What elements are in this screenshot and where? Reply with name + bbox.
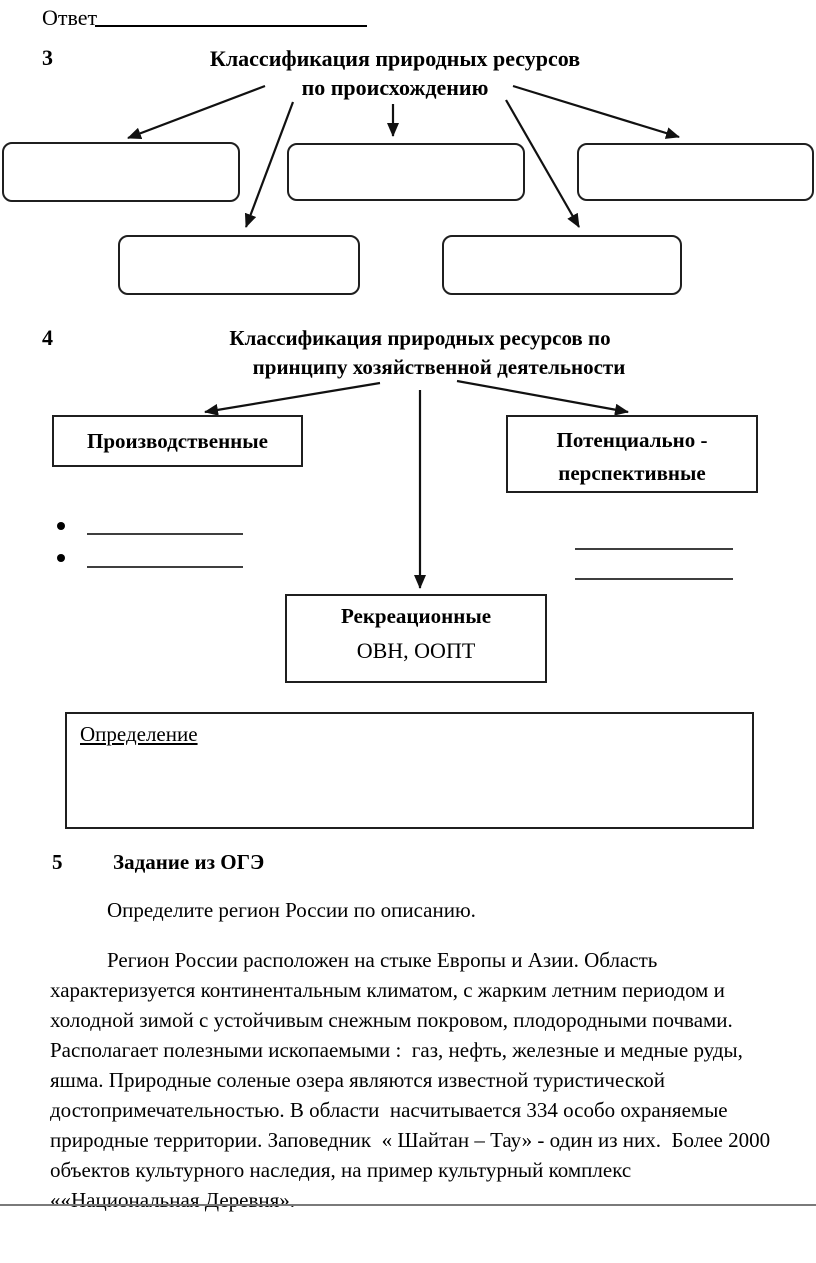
arrow-title4-to-potential: [456, 379, 629, 416]
production-box: Производственные: [52, 415, 303, 467]
potential-blank-field-2[interactable]: [575, 564, 733, 580]
potential-box: Потенциально - перспективные: [506, 415, 758, 493]
origin-empty-box-4[interactable]: [118, 235, 360, 295]
origin-empty-box-2[interactable]: [287, 143, 525, 201]
section4-title-line2: принципу хозяйственной деятельности: [252, 355, 626, 379]
section5-number: 5: [52, 850, 63, 874]
section3-title: Классификация природных ресурсов по прои…: [90, 44, 700, 102]
recreation-box-title: Рекреационные: [340, 604, 492, 628]
arrow-origin-to-box4: [244, 101, 295, 228]
section4-title-line1: Классификация природных ресурсов по: [229, 326, 611, 350]
potential-box-line2: перспективные: [558, 461, 706, 485]
bullet-icon: [57, 554, 65, 562]
recreation-box: Рекреационные ОВН, ООПТ: [285, 594, 547, 683]
recreation-box-subtitle: ОВН, ООПТ: [356, 638, 476, 663]
section4-title: Классификация природных ресурсов по прин…: [115, 324, 725, 382]
potential-box-line1: Потенциально -: [556, 428, 708, 452]
origin-empty-box-3[interactable]: [577, 143, 814, 201]
page-divider-rule: [0, 1204, 816, 1206]
section5-title: Задание из ОГЭ: [113, 850, 265, 874]
definition-box[interactable]: Определение: [65, 712, 754, 829]
answer-label: Ответ: [42, 5, 98, 30]
origin-empty-box-1[interactable]: [2, 142, 240, 202]
section3-title-line2: по происхождению: [301, 75, 489, 100]
potential-blank-field-1[interactable]: [575, 534, 733, 550]
task-body-text: Регион России расположен на стыке Европы…: [50, 948, 776, 1212]
answer-blank-field[interactable]: [95, 6, 367, 27]
bullet-icon: [57, 522, 65, 530]
origin-empty-box-5[interactable]: [442, 235, 682, 295]
arrow-title4-to-production: [204, 381, 381, 416]
section4-number: 4: [42, 325, 53, 350]
definition-label: Определение: [80, 722, 198, 746]
section3-number: 3: [42, 45, 53, 70]
production-blank-field-1[interactable]: [87, 519, 243, 535]
section3-title-line1: Классификация природных ресурсов: [209, 46, 581, 71]
production-blank-field-2[interactable]: [87, 552, 243, 568]
task-intro-text: Определите регион России по описанию.: [107, 898, 476, 922]
